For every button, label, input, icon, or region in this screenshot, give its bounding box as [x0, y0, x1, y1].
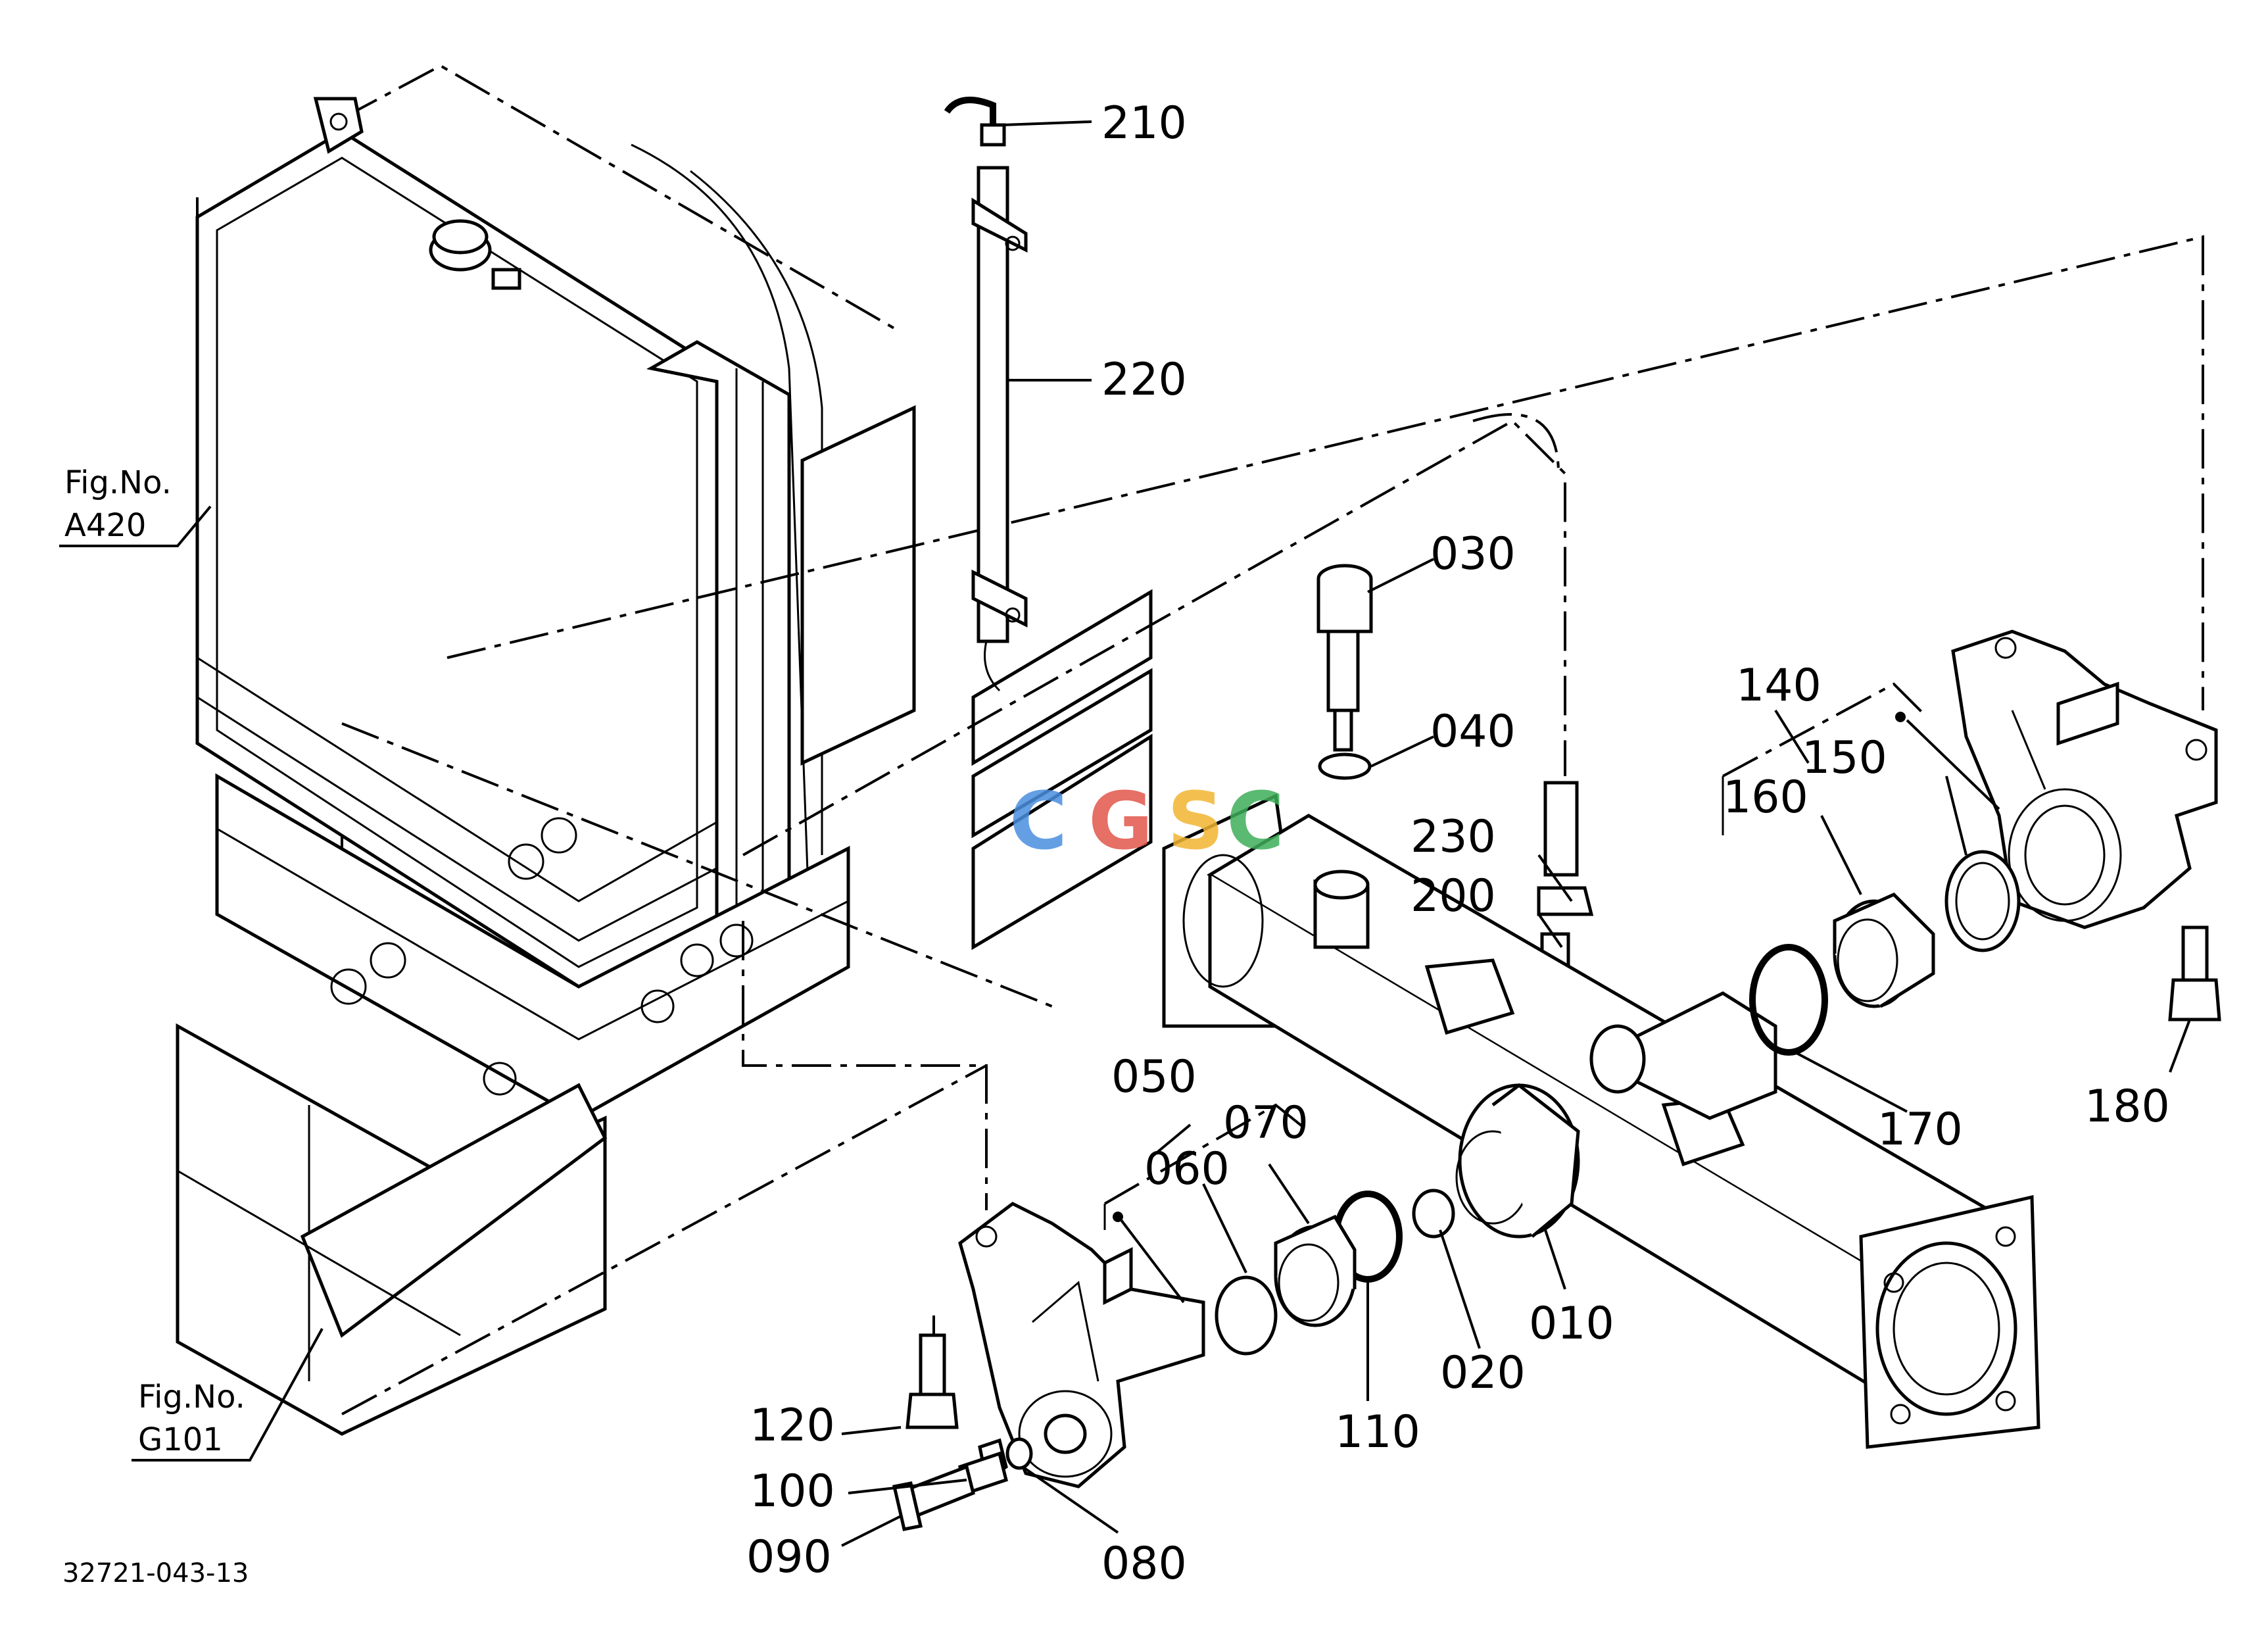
fig-ref-a420-line1: Fig.No. — [64, 464, 172, 501]
fig-ref-g101-line1: Fig.No. — [138, 1379, 245, 1415]
drawing-code: 32721-043-13 — [62, 1558, 249, 1588]
callout-210: 210 — [1101, 97, 1187, 149]
callout-160: 160 — [1723, 772, 1808, 823]
callout-010: 010 — [1529, 1298, 1614, 1350]
callout-180: 180 — [2085, 1081, 2170, 1133]
frame-bolt-group — [330, 817, 754, 1096]
callout-040: 040 — [1430, 706, 1516, 758]
watermark-letter-s: S — [1167, 776, 1224, 868]
callout-080: 080 — [1101, 1538, 1187, 1590]
fig-ref-g101-line2: G101 — [138, 1421, 223, 1458]
callout-200: 200 — [1411, 870, 1496, 922]
watermark-letter-c2: C — [1226, 776, 1284, 868]
callout-070: 070 — [1223, 1097, 1309, 1149]
axle-housing — [1162, 793, 2040, 1449]
bolts — [892, 925, 2221, 1531]
callout-230: 230 — [1411, 811, 1496, 863]
front-pivot-parts — [1333, 1083, 1580, 1283]
watermark-logo: C G S C — [1009, 776, 1284, 868]
fig-ref-a420-line2: A420 — [64, 507, 146, 544]
rear-bushing-parts — [1749, 850, 2021, 1056]
callout-220: 220 — [1101, 354, 1187, 406]
callout-110: 110 — [1335, 1406, 1420, 1458]
filler-plug — [1316, 564, 1373, 780]
front-bushing-parts — [1215, 1214, 1357, 1356]
callout-090: 090 — [746, 1531, 832, 1583]
leader-lines — [59, 120, 2191, 1547]
callout-140: 140 — [1736, 660, 1822, 712]
watermark-letter-g: G — [1088, 776, 1153, 868]
callout-050: 050 — [1111, 1051, 1197, 1103]
callout-150: 150 — [1802, 732, 1887, 784]
callout-100: 100 — [750, 1465, 835, 1517]
radiator-assembly — [176, 64, 1153, 1436]
dipstick-assembly — [944, 97, 1028, 692]
callout-170: 170 — [1877, 1104, 1963, 1156]
rear-bracket — [1951, 629, 2218, 929]
callout-030: 030 — [1430, 528, 1516, 580]
callout-120: 120 — [750, 1400, 835, 1452]
callout-020: 020 — [1440, 1347, 1526, 1399]
callout-060: 060 — [1144, 1143, 1230, 1195]
front-bracket — [958, 1202, 1205, 1488]
watermark-letter-c: C — [1009, 776, 1067, 868]
